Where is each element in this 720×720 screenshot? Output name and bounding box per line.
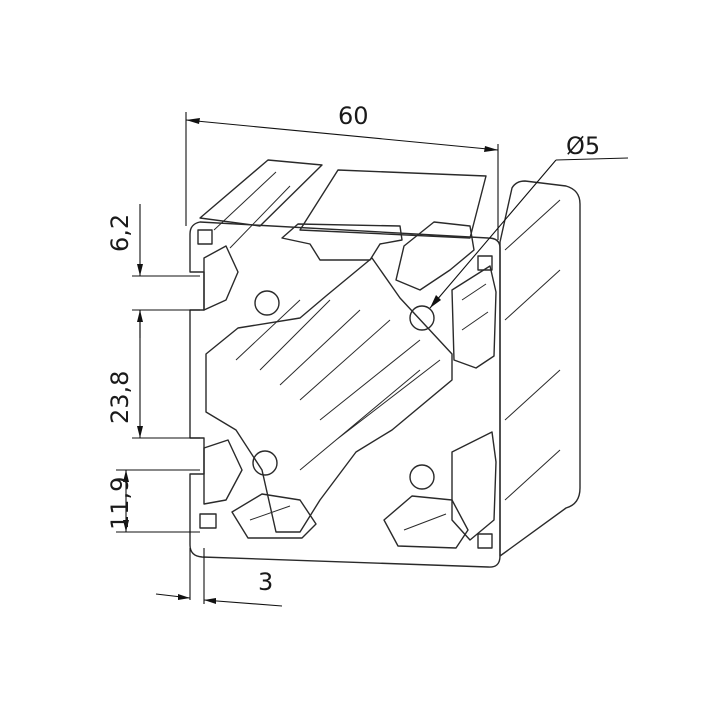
bottom-right-slot [451,431,497,541]
core-bore-top-left [254,290,280,316]
corner-hole-top-right [477,255,493,271]
bottom-right-lower-slot [383,495,469,549]
dimension-diameter-label: Ø5 [566,132,600,160]
top-right-slot [395,221,475,291]
profile-extrusion-body [199,159,581,557]
dimension-slot-opening: 6,2 [106,204,200,338]
dimension-slot-spacing: 23,8 [106,310,200,439]
right-side-face [499,180,581,557]
corner-hole-bottom-right [477,533,493,549]
top-left-rail [199,159,323,227]
core-bore-bottom-left [252,450,278,476]
top-center-slot [281,223,403,261]
core-bore-top-right [409,305,435,331]
dimension-width-label: 60 [338,102,369,130]
dimension-edge-offset-label: 11,9 [106,477,134,530]
profile-cross-section [189,221,501,568]
corner-hole-top-left [197,229,213,245]
dimension-slot-opening-label: 6,2 [106,214,134,252]
dimension-diameter: Ø5 [429,132,629,309]
dimension-slot-spacing-label: 23,8 [106,371,134,424]
dimension-wall-thickness: 3 [155,548,283,607]
corner-hole-bottom-left [199,513,217,529]
core-bore-bottom-right [409,464,435,490]
dimension-width: 60 [185,102,499,240]
central-cavity [205,257,453,533]
right-center-slot [451,265,497,369]
dimension-wall-thickness-label: 3 [258,568,273,596]
top-side-face [299,169,487,239]
left-slot-wall [203,245,239,311]
dimension-edge-offset: 11,9 [106,469,200,533]
left-lower-slot-wall [203,439,243,505]
front-face-outline [189,221,501,568]
bottom-left-slot [231,493,317,539]
dimensions: 60 Ø5 6,2 23,8 [106,102,629,607]
